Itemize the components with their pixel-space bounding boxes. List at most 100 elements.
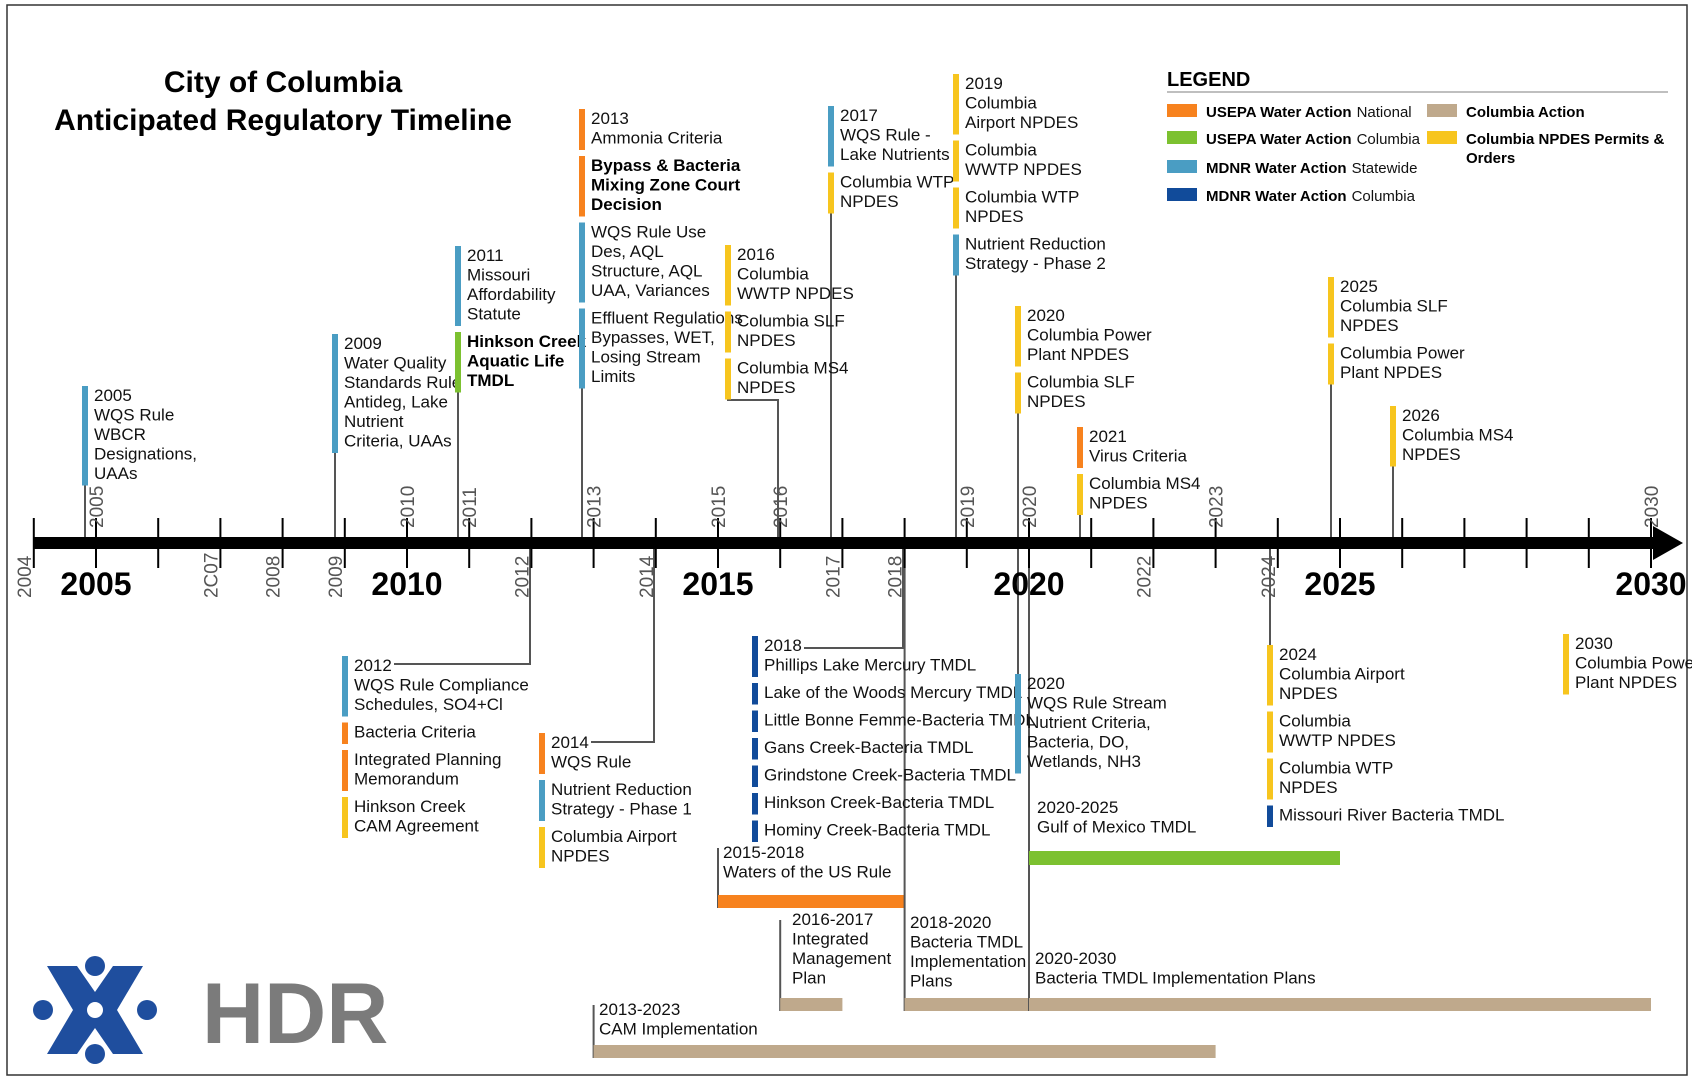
- event-marker: [539, 827, 545, 868]
- event-marker: [342, 656, 348, 717]
- event-label: Bacteria, DO,: [1027, 733, 1129, 752]
- axis-tick-label: 2009: [326, 556, 347, 598]
- event-marker: [752, 765, 758, 787]
- axis-tick-label: 2005: [87, 486, 108, 528]
- event-label: Columbia SLF: [1340, 297, 1448, 316]
- event-label: CAM Agreement: [354, 817, 479, 836]
- event-label: 2018: [764, 636, 802, 655]
- event-marker: [953, 187, 959, 229]
- event-label: Effluent Regulations: [591, 309, 743, 328]
- event-marker: [82, 386, 88, 486]
- event-label: Hominy Creek-Bacteria TMDL: [764, 821, 990, 840]
- range-bar: [1029, 851, 1340, 865]
- legend-swatch: [1427, 104, 1457, 117]
- event-marker: [1390, 406, 1396, 467]
- legend-swatch: [1427, 131, 1457, 144]
- axis-tick-label: 2030: [1642, 486, 1663, 528]
- event-label: Mixing Zone Court: [591, 176, 741, 195]
- event-label: Columbia Airport: [1279, 665, 1405, 684]
- event-label: Columbia WTP: [1279, 759, 1393, 778]
- event-marker: [1267, 758, 1273, 800]
- range-bar: [780, 998, 843, 1011]
- event-marker: [1015, 674, 1021, 774]
- event-marker: [752, 793, 758, 815]
- event-label: Columbia WTP: [965, 188, 1079, 207]
- event-label: Decision: [591, 195, 662, 214]
- event-label: 2014: [551, 733, 589, 752]
- event-label: Strategy - Phase 1: [551, 800, 692, 819]
- axis-tick-label: 2015: [709, 486, 730, 528]
- event-label: Columbia Power: [1575, 654, 1692, 673]
- event-label: NPDES: [965, 207, 1024, 226]
- event-marker: [539, 780, 545, 821]
- event-marker: [1328, 343, 1334, 385]
- event-label: WWTP NPDES: [737, 284, 854, 303]
- event-marker: [342, 722, 348, 744]
- event-label: Standards Rule: [344, 373, 461, 392]
- event-label: Grindstone Creek-Bacteria TMDL: [764, 766, 1016, 785]
- event-marker: [752, 636, 758, 677]
- event-label: Designations,: [94, 445, 197, 464]
- range-label: 2015-2018: [723, 843, 804, 862]
- event-marker: [579, 109, 585, 150]
- event-label: Missouri: [467, 266, 530, 285]
- event-label: WWTP NPDES: [965, 160, 1082, 179]
- event-label: WWTP NPDES: [1279, 731, 1396, 750]
- event-label: Ammonia Criteria: [591, 129, 723, 148]
- event-label: Aquatic Life: [467, 352, 564, 371]
- event-label: Wetlands, NH3: [1027, 752, 1141, 771]
- event-label: Bypasses, WET,: [591, 328, 715, 347]
- event-label: Columbia: [965, 141, 1037, 160]
- event-label: WQS Rule: [94, 406, 174, 425]
- event-label: Columbia Power: [1027, 326, 1152, 345]
- range-label: Bacteria TMDL Implementation Plans: [1035, 969, 1316, 988]
- event-marker: [579, 222, 585, 303]
- event-marker: [1328, 277, 1334, 338]
- legend-label: Columbia NPDES Permits &: [1466, 131, 1665, 148]
- axis-tick-label: 2016: [771, 486, 792, 528]
- event-marker: [1563, 634, 1569, 695]
- range-label: 2013-2023: [599, 1000, 680, 1019]
- axis-tick-label: 2023: [1207, 486, 1228, 528]
- range-bar: [718, 895, 905, 908]
- event-label: Virus Criteria: [1089, 447, 1187, 466]
- event-group-2011: 2011MissouriAffordabilityStatuteHinkson …: [455, 246, 587, 393]
- axis-tick-label: 2024: [1259, 555, 1280, 598]
- event-label: Bypass & Bacteria: [591, 156, 741, 175]
- connector-line: [727, 399, 779, 537]
- event-label: Des, AQL: [591, 242, 664, 261]
- legend-swatch: [1167, 131, 1197, 144]
- event-label: NPDES: [737, 378, 796, 397]
- event-label: 2020: [1027, 306, 1065, 325]
- event-label: Columbia: [1279, 712, 1351, 731]
- event-label: Nutrient Reduction: [965, 235, 1106, 254]
- event-label: 2016: [737, 245, 775, 264]
- event-label: 2011: [467, 246, 504, 265]
- event-label: Schedules, SO4+Cl: [354, 695, 503, 714]
- connector-line: [394, 549, 531, 665]
- event-label: Lake Nutrients: [840, 145, 950, 164]
- axis-tick-label: 2012: [512, 556, 533, 598]
- event-label: Missouri River Bacteria TMDL: [1279, 806, 1504, 825]
- event-label: WQS Rule: [551, 753, 631, 772]
- range-label: Integrated: [792, 930, 869, 949]
- event-label: WQS Rule Compliance: [354, 676, 529, 695]
- event-marker: [579, 156, 585, 217]
- event-label: Columbia MS4: [1402, 426, 1514, 445]
- event-marker: [725, 311, 731, 353]
- range-label: 2020-2025: [1037, 798, 1118, 817]
- event-label: 2026: [1402, 406, 1440, 425]
- range-label: 2016-2017: [792, 910, 873, 929]
- event-label: Losing Stream: [591, 348, 701, 367]
